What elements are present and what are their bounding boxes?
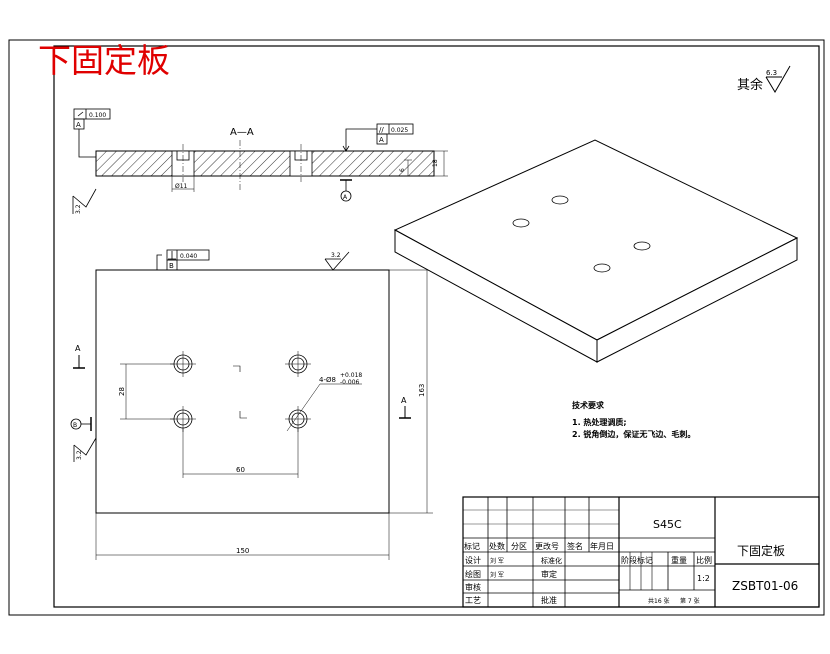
tb-weight: 重量 (671, 555, 687, 565)
roughness-symbol-top: 3.2 (324, 251, 350, 271)
tolerance-plan-value: 0.040 (180, 253, 197, 260)
dim-hole-tol-upper: +0.018 (340, 372, 362, 379)
dim-step: 6 (399, 168, 406, 172)
dim-bore: Ø11 (175, 183, 188, 190)
datum-b-circle: B (73, 422, 77, 429)
roughness-symbol-side: 3.2 (73, 437, 97, 462)
section-mark-right-letter: A (401, 396, 407, 405)
tb-header-3: 更改号 (535, 541, 559, 551)
dim-thickness: 18 (432, 159, 439, 167)
tb-check: 审定 (541, 569, 557, 579)
roughness-note-label: 其余 (737, 77, 763, 93)
datum-b-frame: B (169, 262, 174, 270)
tech-req-item-2: 2. 锐角倒边，保证无飞边、毛刺。 (572, 429, 695, 439)
tech-req-heading: 技术要求 (572, 400, 605, 410)
datum-a-circle: A (343, 194, 348, 201)
tolerance-frame-left: 0.100 A (73, 108, 111, 158)
dim-hole-main: 4-Ø8 (319, 376, 336, 384)
tb-review: 审核 (465, 582, 481, 592)
plan-view: 28 60 163 150 4-Ø8 +0.018 -0.006 (95, 269, 433, 560)
tb-header-5: 年月日 (590, 541, 614, 551)
roughness-side-value: 3.2 (76, 450, 83, 460)
tb-header-1: 处数 (489, 541, 505, 551)
tb-header-4: 签名 (567, 541, 583, 551)
tb-part-name: 下固定板 (737, 543, 785, 558)
tolerance-right-value: 0.025 (391, 127, 408, 134)
tech-requirements: 技术要求 1. 热处理调质; 2. 锐角倒边，保证无飞边、毛刺。 (572, 400, 695, 439)
drawing-title: 下固定板 (38, 41, 170, 80)
datum-a-left: A (76, 121, 81, 129)
hole-top-right (285, 351, 311, 377)
section-mark-left-letter: A (75, 344, 81, 353)
tolerance-frame-right: // 0.025 A (342, 123, 414, 152)
section-mark-right: A (399, 396, 411, 419)
parallel-symbol: // (379, 126, 384, 134)
tb-design-sig: 刘 军 (490, 557, 504, 565)
tb-scale: 比例 (696, 555, 712, 565)
dim-width: 150 (236, 547, 249, 555)
title-block-text: S45C 下固定板 ZSBT01-06 标记 处数 分区 更改号 签名 年月日 … (464, 518, 798, 605)
datum-a-right: A (379, 136, 384, 144)
inner-frame (53, 45, 820, 608)
tb-header-2: 分区 (511, 542, 527, 551)
roughness-note-value: 6.3 (766, 69, 777, 77)
tolerance-frame-plan: 0.040 B (156, 249, 210, 271)
isometric-view (393, 139, 799, 363)
tb-header-0: 标记 (464, 541, 480, 551)
outer-frame (8, 39, 825, 616)
roughness-top-value: 3.2 (331, 252, 341, 259)
tb-process: 工艺 (465, 596, 481, 605)
tb-sheets: 共16 张 (648, 597, 670, 605)
dim-pitch-h: 60 (236, 466, 245, 474)
title-block (462, 496, 820, 608)
tolerance-left-value: 0.100 (89, 112, 106, 119)
section-title: A—A (230, 127, 254, 138)
tb-draw-sig: 刘 军 (490, 571, 504, 579)
dim-hole-tol-lower: -0.006 (340, 379, 360, 386)
dim-pitch-v: 28 (118, 387, 126, 396)
tb-draw: 绘图 (465, 569, 481, 579)
tb-scale-value: 1:2 (697, 574, 710, 583)
section-view: Ø11 18 6 (95, 140, 448, 192)
tb-standardize: 标准化 (541, 556, 562, 565)
datum-symbol-a: A (340, 179, 352, 202)
tech-req-item-1: 1. 热处理调质; (572, 417, 627, 427)
roughness-symbol-section: 3.2 (72, 188, 97, 214)
tb-drawing-no: ZSBT01-06 (732, 579, 798, 593)
tb-stage-mark: 阶段标记 (621, 555, 653, 565)
tb-design: 设计 (465, 555, 481, 565)
roughness-section-value: 3.2 (75, 204, 82, 214)
dim-height: 163 (418, 384, 426, 397)
tb-sheet-no: 第 7 张 (680, 597, 700, 605)
tb-approve: 批准 (541, 595, 557, 605)
datum-symbol-b: B (70, 417, 92, 431)
tb-material: S45C (653, 518, 682, 531)
roughness-note: 其余 6.3 (737, 65, 791, 93)
section-mark-left: A (73, 344, 85, 369)
